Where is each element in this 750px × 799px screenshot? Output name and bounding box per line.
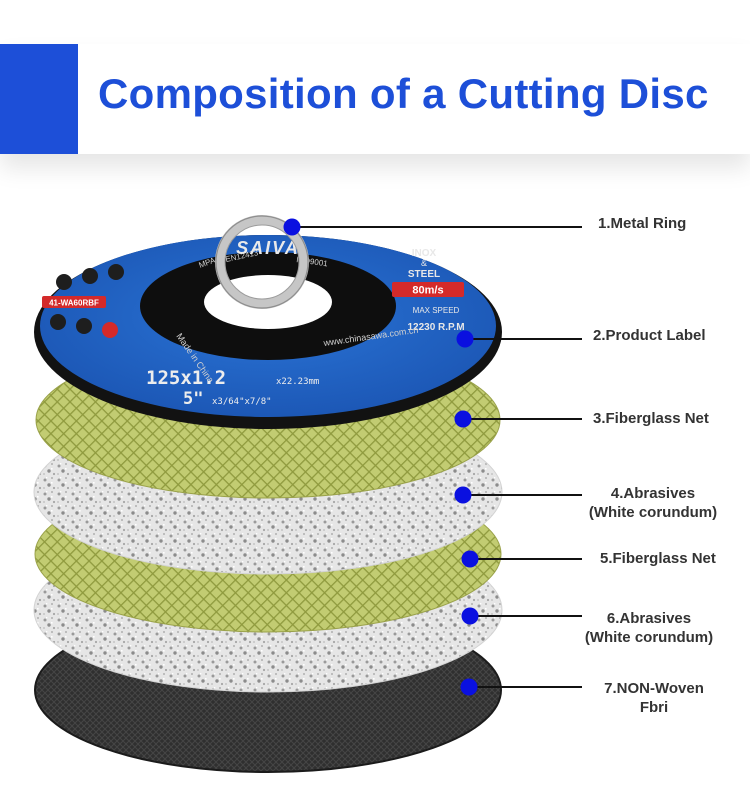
layer-label-4-line-2: (White corundum)	[588, 504, 718, 521]
safety-icon-3	[108, 264, 124, 280]
material-line-1: INOX	[412, 248, 437, 259]
layer-markers	[283, 218, 479, 696]
safety-icon-6	[102, 322, 118, 338]
metal-ring-inner-edge	[224, 224, 300, 300]
size-imperial-small-text: x3/64"x7/8"	[212, 397, 272, 407]
title-banner: Composition of a Cutting Disc	[0, 44, 750, 154]
size-metric-text: 125x1.2	[146, 367, 226, 389]
product-label-disc: 41-WA60RBF INOX & STEEL 80m/s MAX SPEED …	[34, 235, 502, 429]
layer-label-1-line-1: 1.Metal Ring	[598, 215, 687, 232]
layer-label-5-line-1: 5.Fiberglass Net	[600, 550, 716, 567]
safety-icon-4	[50, 314, 66, 330]
metal-ring-body	[215, 215, 309, 309]
marker-6	[461, 607, 479, 625]
layer-label-6-line-1: 6.Abrasives	[606, 610, 692, 627]
safety-icon-2	[82, 268, 98, 284]
layer-label-7-line-2: Fbri	[639, 699, 669, 716]
max-speed-label: MAX SPEED	[413, 306, 460, 315]
metal-ring	[215, 215, 309, 309]
marker-2	[456, 330, 474, 348]
part-number-badge	[42, 296, 106, 308]
material-line-2: STEEL	[408, 269, 440, 280]
layer-label-7-line-1: 7.NON-Woven	[604, 680, 704, 697]
leader-lines	[292, 226, 582, 688]
size-metric-small-text: x22.23mm	[276, 377, 319, 387]
layer-label-2-line-1: 2.Product Label	[593, 327, 706, 344]
layer-label-fiberglass-net-2: 5.Fiberglass Net	[600, 549, 716, 568]
speed-text: 80m/s	[412, 285, 443, 297]
brand-logo: SAIVA	[236, 238, 300, 258]
layer-label-abrasives-2: 6.Abrasives (White corundum)	[574, 609, 724, 647]
marker-3	[454, 410, 472, 428]
layer-label-4-line-1: 4.Abrasives	[610, 485, 696, 502]
banner-accent-bar	[0, 44, 78, 154]
layer-label-3-line-1: 3.Fiberglass Net	[593, 410, 709, 427]
layer-label-non-woven: 7.NON-Woven Fbri	[594, 679, 714, 717]
rpm-text: 12230 R.P.M	[407, 322, 464, 333]
safety-icon-1	[56, 274, 72, 290]
layer-label-abrasives-1: 4.Abrasives (White corundum)	[578, 484, 728, 522]
size-imperial-text: 5"	[183, 389, 203, 409]
marker-5	[461, 550, 479, 568]
marker-1	[283, 218, 301, 236]
metal-ring-outer-edge	[215, 215, 309, 309]
layer-label-fiberglass-net-1: 3.Fiberglass Net	[593, 409, 709, 428]
page-title: Composition of a Cutting Disc	[98, 70, 709, 117]
layer-label-metal-ring: 1.Metal Ring	[598, 214, 686, 233]
speed-badge	[392, 282, 464, 297]
material-and: &	[421, 258, 427, 268]
layer-label-product-label: 2.Product Label	[593, 326, 706, 345]
marker-7	[460, 678, 478, 696]
marker-4	[454, 486, 472, 504]
layer-label-6-line-2: (White corundum)	[584, 629, 714, 646]
part-number-text: 41-WA60RBF	[49, 299, 99, 308]
safety-icon-5	[76, 318, 92, 334]
